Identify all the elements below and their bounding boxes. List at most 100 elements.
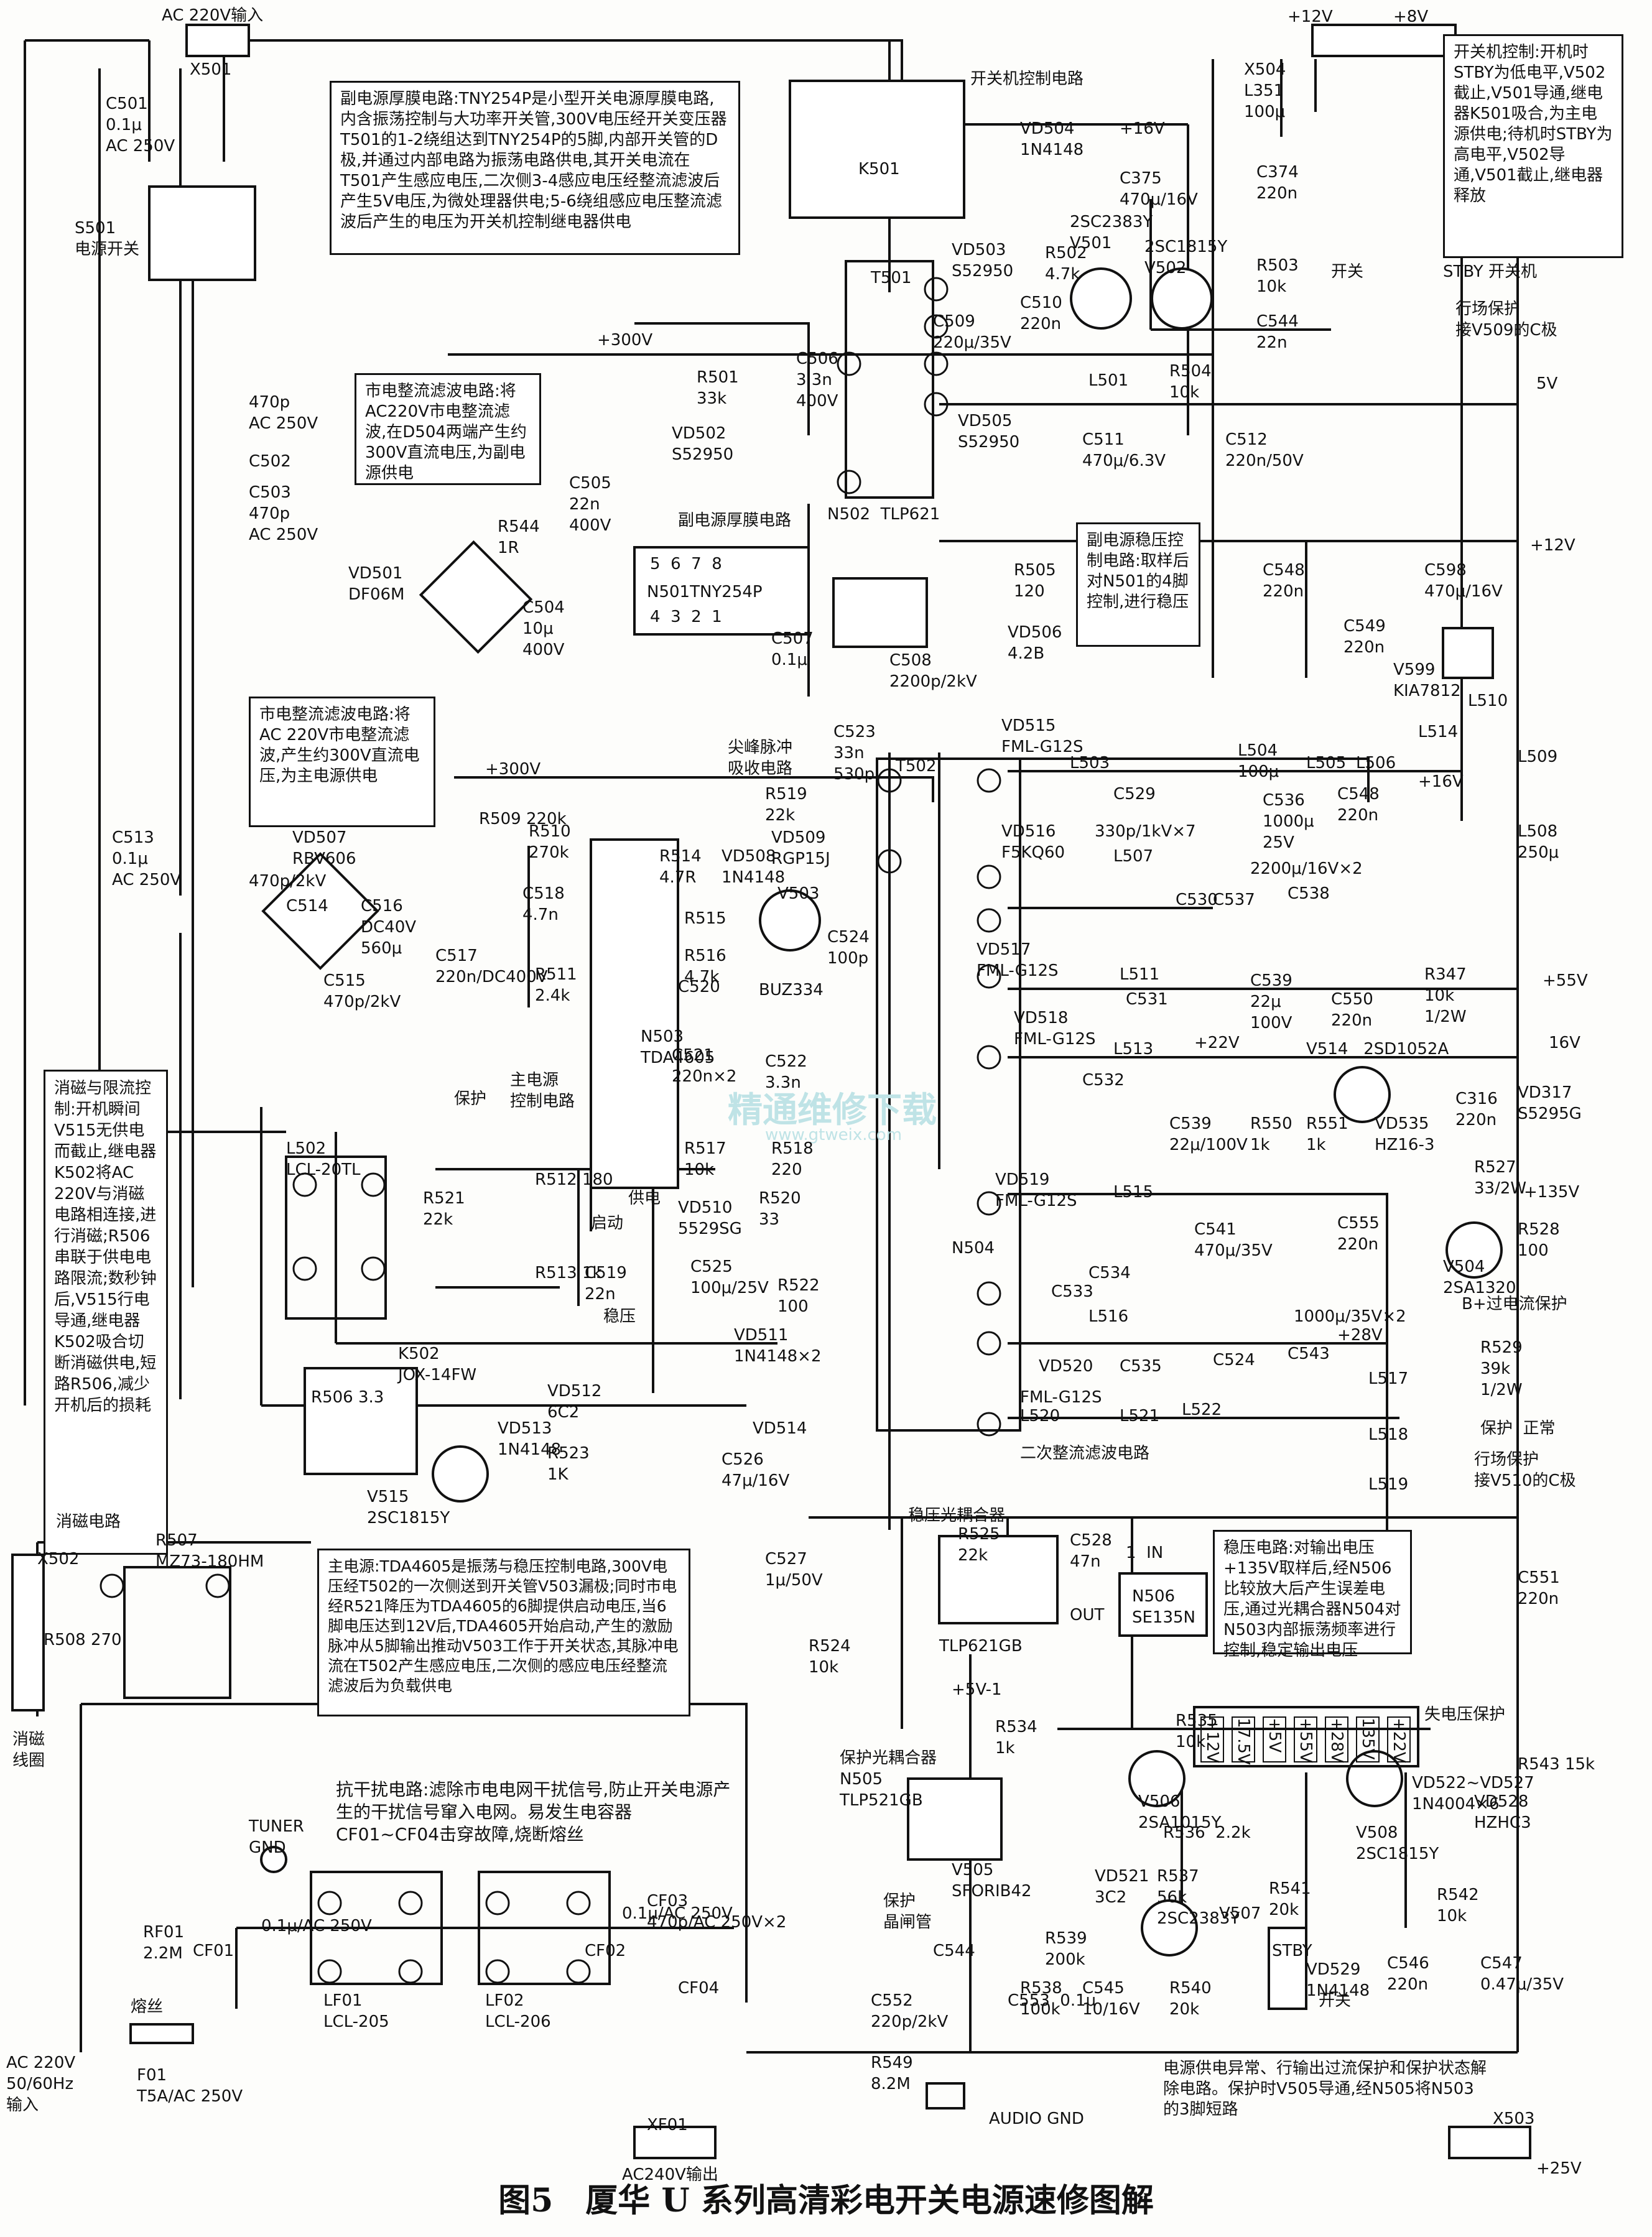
rail-tag: +12V [1200,1716,1224,1763]
mosfet-v503 [759,889,821,952]
label-cf02: CF02 [585,1942,626,1960]
label-l507: L507 [1113,847,1154,866]
label-f01: F01 T5A/AC 250V [137,2066,243,2106]
label-tuner: TUNER GND [249,1817,304,1857]
audio-gnd-box [926,2082,965,2110]
label-pwr-ctrl: 开关机控制电路 [970,70,1084,88]
label-vd522: VD522~VD527 1N4004×6 [1412,1774,1534,1813]
label-r513: R513 1k [535,1264,602,1282]
label-c541: C541 470μ/35V [1194,1220,1273,1260]
label-r528: R528 100 [1518,1220,1560,1260]
label-vd517: VD517 FML-G12S [977,940,1059,980]
label-c525: C525 100μ/25V [690,1257,769,1297]
stby-box [1268,1927,1307,2010]
label-r522: R522 100 [777,1276,820,1316]
label-vd535: VD535 HZ16-3 [1375,1114,1435,1154]
label-hangchang1: 行场保护 接V509的C极 [1455,300,1557,340]
label-c374: C374 220n [1256,163,1299,203]
label-c553: C553 0.1μ [1008,1991,1097,2010]
label-v5: 5V [1536,374,1558,393]
label-r544: R544 1R [498,517,540,557]
label-c1000: 1000μ/35V×2 [1294,1307,1406,1326]
rail-tag: +22V [1387,1716,1411,1763]
label-c524: C524 100p [827,928,870,968]
opto-n505 [907,1777,1003,1861]
emi-lf01 [310,1871,443,1985]
label-hangchang2: 行场保护 接V510的C极 [1474,1450,1576,1490]
note-regulator: 稳压电路:对输出电压+135V取样后,经N506比较放大后产生误差电压,通过光耦… [1213,1530,1412,1660]
label-vd512: VD512 6C2 [547,1382,602,1422]
label-c519: C519 22n [585,1264,627,1304]
label-p55v: +55V [1543,971,1588,990]
label-r510: R510 270k [529,822,571,862]
label-v514: V514 2SD1052A [1306,1040,1449,1058]
label-vd516: VD516 F5KQ60 [1001,822,1065,862]
label-l515: L515 [1113,1183,1154,1202]
label-vd317: VD317 S5295G [1518,1083,1582,1123]
rail-tag: 135V [1356,1716,1380,1762]
label-ac-in2: AC 220V 50/60Hz 输入 [6,2054,76,2114]
label-r523: R523 1K [547,1444,590,1484]
label-c524b: C524 [1213,1351,1255,1369]
label-c551: C551 220n [1518,1568,1560,1608]
label-l510: L510 [1468,692,1508,710]
label-c503: C503 470p AC 250V [249,483,318,544]
label-c536: C536 1000μ 25V [1263,791,1314,852]
label-r542: R542 10k [1437,1886,1479,1925]
label-r517: R517 10k [684,1139,726,1179]
label-c522: C522 3.3n [765,1052,807,1092]
transistor-v515 [432,1445,489,1503]
label-kaiguan2: 开关 [1319,1991,1352,2010]
label-x502: X502 [37,1550,80,1568]
label-ac-out: AC240V输出 [622,2165,718,2184]
label-p25v: +25V [1536,2159,1582,2178]
label-p16v-b: +16V [1418,772,1464,791]
label-l505: L505 [1306,754,1347,772]
label-v508: V508 2SC1815Y [1356,1823,1439,1863]
note-standby-regulation: 副电源稳压控制电路:取样后对N501的4脚控制,进行稳压 [1076,522,1200,647]
label-vd503: VD503 S52950 [952,241,1014,280]
label-buz: BUZ334 [759,981,824,999]
label-c510: C510 220n [1020,294,1062,333]
label-v515: V515 2SC1815Y [367,1488,450,1527]
label-r519: R519 22k [765,785,807,825]
label-spike: 尖峰脉冲 吸收电路 [728,738,793,778]
label-l504: L504 100μ [1238,741,1279,781]
bridge-vd501 [419,540,533,654]
label-r524: R524 10k [809,1637,851,1677]
label-l518: L518 [1368,1425,1409,1444]
label-p12v-r: +12V [1530,536,1575,555]
label-c534: C534 [1088,1264,1131,1282]
label-p12v-top: +12V [1288,7,1333,26]
label-vd508: VD508 1N4148 [722,847,786,887]
rail-tag: +28V [1325,1716,1348,1763]
label-secondary: 二次整流滤波电路 [1020,1444,1150,1463]
label-n501: N501TNY254P [647,583,763,601]
emi-lf02 [478,1871,611,1985]
label-r512: R512 180 [535,1170,613,1189]
label-p300b: +300V [485,760,541,779]
transformer-t501 [845,260,934,499]
label-c513: C513 0.1μ AC 250V [112,828,182,889]
label-vd528: VD528 HZHC3 [1474,1792,1531,1832]
label-c527: C527 1μ/50V [765,1550,823,1590]
note-power-switch-control: 开关机控制:开机时STBY为低电平,V502截止,V501导通,继电器K501吸… [1443,34,1623,258]
label-vd510: VD510 5529SG [678,1198,742,1238]
label-vd511: VD511 1N4148×2 [734,1326,822,1366]
label-undervolt: 失电压保护 [1424,1705,1506,1724]
label-v502: 2SC1815Y V502 [1144,238,1228,277]
label-vd520: VD520 [1039,1357,1093,1376]
label-c547: C547 0.47μ/35V [1480,1954,1564,1994]
label-c521: C521 220n×2 [672,1046,737,1086]
label-c532: C532 [1082,1071,1125,1090]
label-c530: C530 [1176,891,1218,909]
figure-caption: 图5 厦华 U 系列高清彩电开关电源速修图解 [498,2182,1154,2220]
label-vd513: VD513 1N4148 [498,1419,562,1459]
label-vd521: VD521 3C2 [1095,1867,1149,1907]
components [11,24,1531,2159]
label-c549: C549 220n [1343,617,1386,657]
label-l511: L511 [1120,965,1160,984]
label-kia: V599 KIA7812 [1393,660,1461,700]
rail-tag: +55V [1294,1716,1317,1763]
